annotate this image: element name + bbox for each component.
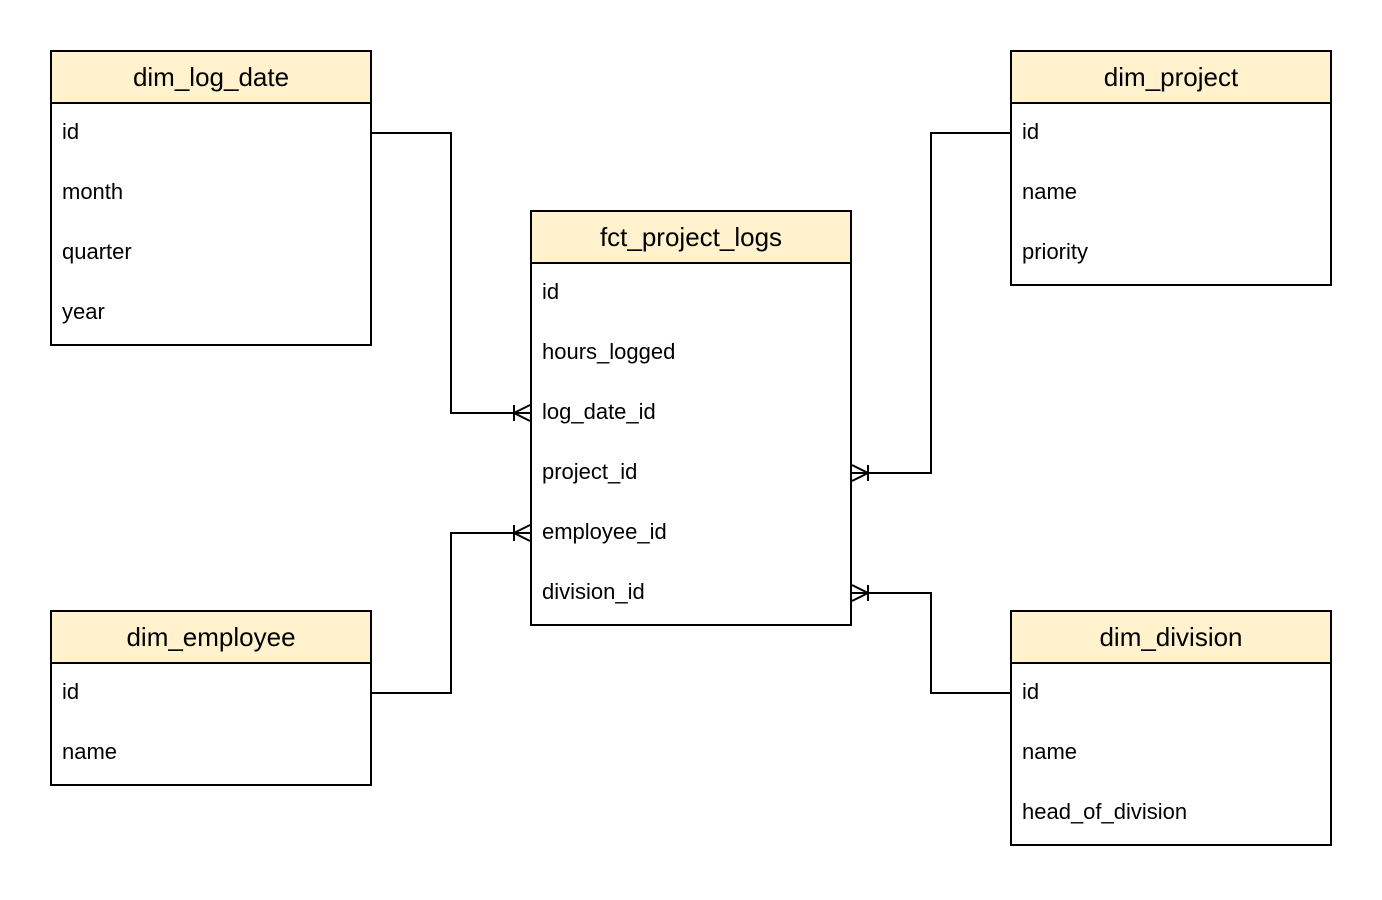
relationship-project — [851, 132, 1010, 482]
table-title: dim_log_date — [52, 52, 370, 104]
field-head-of-division: head_of_division — [1022, 799, 1188, 824]
field-id: id — [62, 679, 80, 704]
field-employee-id: employee_id — [542, 519, 667, 544]
table-dim-employee[interactable]: dim_employee id name — [50, 610, 372, 786]
table-title: fct_project_logs — [532, 212, 850, 264]
field-project-id: project_id — [542, 459, 638, 484]
table-title: dim_project — [1012, 52, 1330, 104]
field-division-id: division_id — [542, 579, 645, 604]
field-id: id — [542, 279, 560, 304]
field-year: year — [62, 299, 105, 324]
field-hours-logged: hours_logged — [542, 339, 676, 364]
relationship-employee — [372, 524, 531, 694]
table-dim-project[interactable]: dim_project id name priority — [1010, 50, 1332, 286]
relationship-log-date — [372, 132, 531, 422]
field-quarter: quarter — [62, 239, 132, 264]
relationship-division — [851, 584, 1010, 694]
field-name: name — [1022, 739, 1078, 764]
field-name: name — [62, 739, 118, 764]
field-id: id — [1022, 679, 1040, 704]
table-dim-division[interactable]: dim_division id name head_of_division — [1010, 610, 1332, 846]
field-id: id — [1022, 119, 1040, 144]
table-title: dim_division — [1012, 612, 1330, 664]
field-id: id — [62, 119, 80, 144]
table-dim-log-date[interactable]: dim_log_date id month quarter year — [50, 50, 372, 346]
field-month: month — [62, 179, 124, 204]
field-log-date-id: log_date_id — [542, 399, 656, 424]
table-title: dim_employee — [52, 612, 370, 664]
field-priority: priority — [1022, 239, 1089, 264]
table-fct-project-logs[interactable]: fct_project_logs id hours_logged log_dat… — [530, 210, 852, 626]
field-name: name — [1022, 179, 1078, 204]
